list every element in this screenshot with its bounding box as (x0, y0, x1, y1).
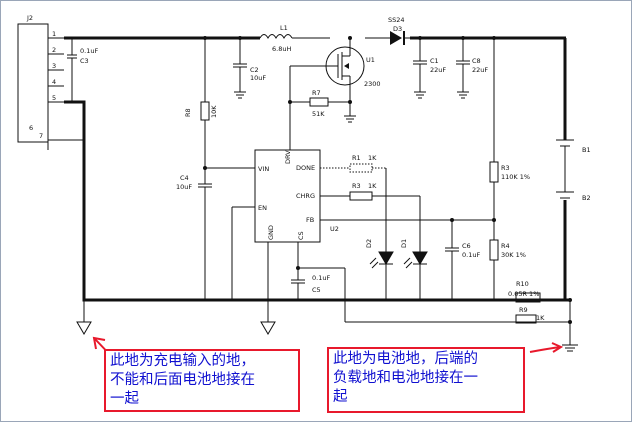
d2-label: D2 (365, 239, 373, 248)
led-d1 (412, 251, 428, 265)
note-right-line-2: 负载地和电池地接在一 (333, 370, 478, 386)
r4-value: 30K 1% (501, 251, 526, 259)
pin-drv: DRV (284, 150, 292, 164)
c8-value: 22uF (472, 66, 488, 74)
r10-label: R10 (516, 280, 529, 288)
note-left-line-1: 此地为充电输入的地， (110, 353, 255, 369)
note-right-line-3: 起 (333, 389, 348, 405)
pin-7: 7 (39, 132, 43, 140)
note-left-line-2: 不能和后面电池地接在 (110, 372, 255, 388)
pin-fb: FB (306, 216, 314, 224)
u1-label: U1 (366, 56, 375, 64)
label-j2: J2 (26, 14, 33, 22)
note-right-line-1: 此地为电池地，后端的 (333, 351, 478, 367)
d3-part: SS24 (388, 16, 405, 24)
pin-cs: CS (297, 231, 305, 240)
r8-label: R8 (184, 108, 192, 117)
pin-6: 6 (29, 124, 33, 132)
diode-d3 (390, 31, 402, 45)
u1-value: 2300 (364, 80, 381, 88)
r3b-value: 110K 1% (501, 173, 530, 181)
r3-value: 1K (368, 182, 377, 190)
inductor-l1 (259, 34, 293, 40)
c4-value: 10uF (176, 183, 192, 191)
d3-label: D3 (393, 25, 402, 33)
connector-j2 (17, 23, 49, 143)
c2-value: 10uF (250, 74, 266, 82)
c3-label: C3 (80, 57, 89, 65)
r9-value: 1K (536, 314, 545, 322)
l1-value: 6.8uH (272, 45, 291, 53)
u2-label: U2 (330, 225, 339, 233)
pin-vin: VIN (258, 165, 269, 173)
pin-chrg: CHRG (296, 192, 315, 200)
pin-en: EN (258, 204, 267, 212)
r4-label: R4 (501, 242, 510, 250)
pin-3: 3 (52, 62, 56, 70)
l1-label: L1 (280, 24, 288, 32)
c6-value: 0.1uF (462, 251, 480, 259)
r7-value: 51K (312, 110, 325, 118)
r1-value: 1K (368, 154, 377, 162)
note-battery-ground: 此地为电池地，后端的 负载地和电池地接在一 起 (327, 347, 525, 413)
b2-label: B2 (582, 194, 591, 202)
c3-value: 0.1uF (80, 47, 98, 55)
note-left-line-3: 一起 (110, 391, 139, 407)
note-charger-ground: 此地为充电输入的地， 不能和后面电池地接在 一起 (104, 349, 300, 412)
c5-label: C5 (312, 286, 321, 294)
r3-label: R3 (352, 182, 361, 190)
pin-done: DONE (296, 164, 315, 172)
pin-4: 4 (52, 78, 56, 86)
c6-label: C6 (462, 242, 471, 250)
r3b-label: R3 (501, 164, 510, 172)
c4-label: C4 (180, 174, 189, 182)
r9-label: R9 (519, 306, 528, 314)
d1-label: D1 (400, 239, 408, 248)
r8-value: 10K (210, 105, 218, 118)
r7-label: R7 (312, 89, 321, 97)
pin-5: 5 (52, 94, 56, 102)
c8-label: C8 (472, 57, 481, 65)
r10-value: 0.05R 1% (508, 290, 539, 298)
c5-value: 0.1uF (312, 274, 330, 282)
c1-label: C1 (430, 57, 439, 65)
b1-label: B1 (582, 146, 591, 154)
pin-1: 1 (52, 30, 56, 38)
pin-2: 2 (52, 46, 56, 54)
led-d2 (378, 251, 394, 265)
pin-gnd: GND (267, 225, 275, 240)
r1-label: R1 (352, 154, 361, 162)
c1-value: 22uF (430, 66, 446, 74)
c2-label: C2 (250, 66, 259, 74)
right-arrow (529, 346, 561, 353)
